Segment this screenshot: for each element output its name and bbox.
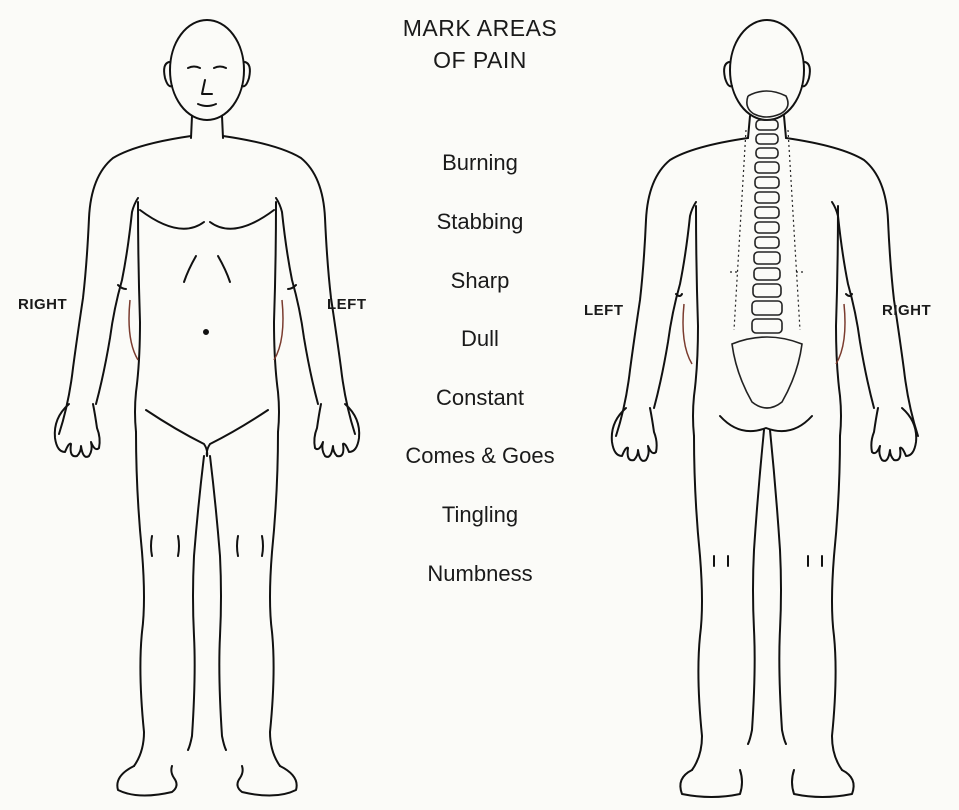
pain-type-comes-and-goes: Comes & Goes [380, 443, 580, 469]
front-body-figure [0, 0, 380, 810]
back-right-label: RIGHT [882, 302, 931, 319]
pain-type-sharp: Sharp [380, 268, 580, 294]
back-left-label: LEFT [584, 302, 624, 319]
pain-type-constant: Constant [380, 385, 580, 411]
title-line-1: MARK AREAS [380, 12, 580, 44]
chart-title: MARK AREAS OF PAIN [380, 12, 580, 76]
back-body-figure [580, 0, 959, 810]
pain-type-dull: Dull [380, 326, 580, 352]
pain-type-burning: Burning [380, 150, 580, 176]
pain-type-stabbing: Stabbing [380, 209, 580, 235]
front-right-label: RIGHT [18, 296, 67, 313]
pain-type-tingling: Tingling [380, 502, 580, 528]
front-left-label: LEFT [327, 296, 367, 313]
pain-type-numbness: Numbness [380, 561, 580, 587]
title-line-2: OF PAIN [380, 44, 580, 76]
